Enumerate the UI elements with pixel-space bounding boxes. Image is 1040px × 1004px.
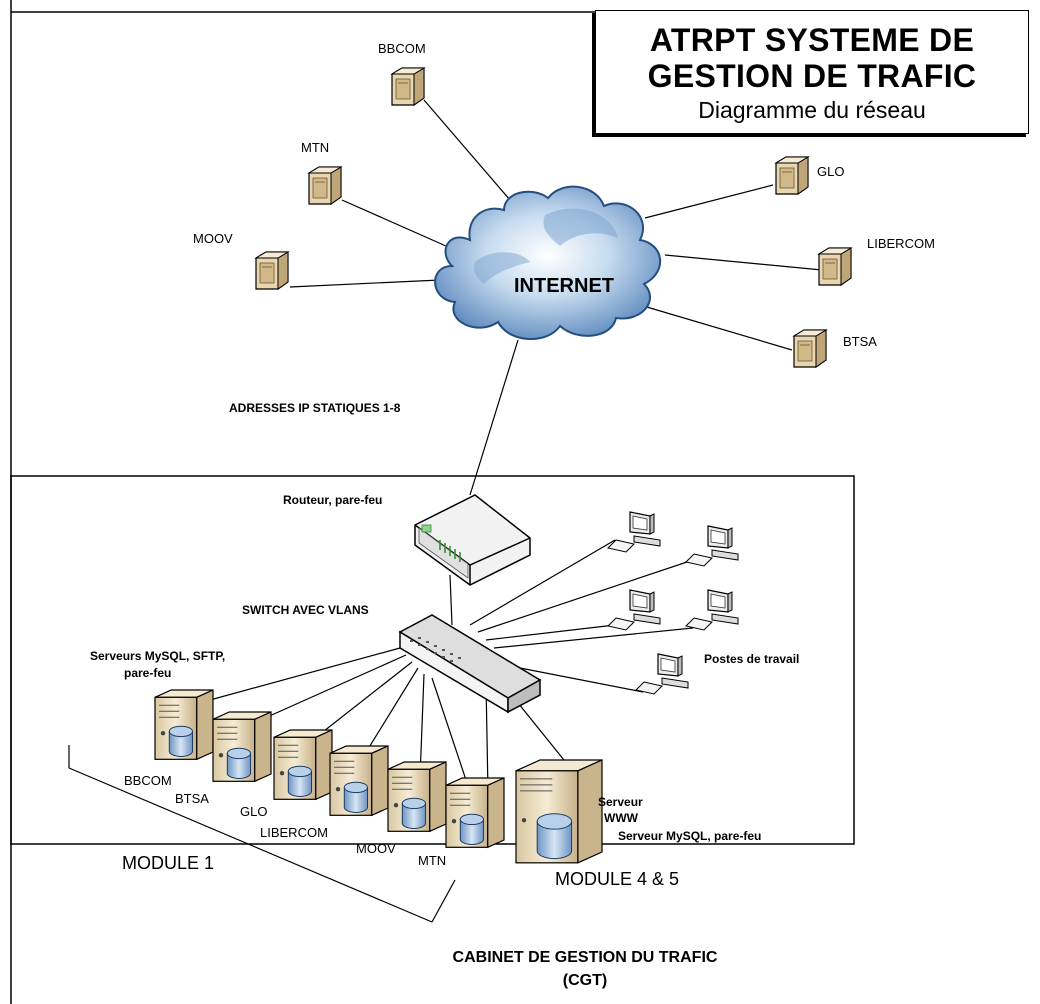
- server-icon-glo: [774, 156, 810, 195]
- www-label-line3: Serveur MySQL, pare-feu: [618, 829, 761, 843]
- internet-label: INTERNET: [514, 275, 614, 297]
- module45-label: MODULE 4 & 5: [555, 869, 679, 889]
- servers-label-line2: pare-feu: [124, 666, 171, 680]
- server-icon-www: [515, 759, 603, 864]
- operator-label-libercom: LIBERCOM: [867, 236, 935, 251]
- cabinet-boundary: [10, 475, 855, 845]
- server-icon-module1-libercom: [329, 745, 389, 817]
- workstation-icon-1: [607, 511, 661, 553]
- router-icon: [414, 494, 531, 586]
- server-label-btsa: BTSA: [175, 791, 209, 806]
- database-icon: [459, 813, 484, 845]
- cabinet-name-line1: CABINET DE GESTION DU TRAFIC: [453, 949, 718, 966]
- router-label: Routeur, pare-feu: [283, 493, 382, 507]
- title-box: ATRPT SYSTEME DE GESTION DE TRAFIC Diagr…: [595, 10, 1029, 134]
- title-line1: ATRPT SYSTEME DE: [649, 22, 975, 58]
- operator-label-moov: MOOV: [193, 231, 233, 246]
- link-label: ADRESSES IP STATIQUES 1-8: [229, 401, 401, 415]
- operator-label-glo: GLO: [817, 164, 844, 179]
- operator-label-mtn: MTN: [301, 140, 329, 155]
- server-label-glo: GLO: [240, 804, 267, 819]
- server-label-bbcom: BBCOM: [124, 773, 172, 788]
- www-label-line2: WWW: [604, 811, 639, 825]
- database-icon: [168, 725, 193, 757]
- workstation-icon-2: [685, 525, 739, 567]
- server-icon-btsa: [792, 329, 828, 368]
- operator-label-btsa: BTSA: [843, 334, 877, 349]
- workstations-label: Postes de travail: [704, 652, 799, 666]
- database-icon: [401, 797, 426, 829]
- workstation-icon-3: [607, 589, 661, 631]
- server-icon-module1-btsa: [212, 711, 272, 783]
- workstation-icon-5: [635, 653, 689, 695]
- server-icon-bbcom: [390, 67, 426, 106]
- server-label-mtn: MTN: [418, 853, 446, 868]
- server-icon-moov: [254, 251, 290, 290]
- server-label-moov: MOOV: [356, 841, 396, 856]
- server-label-libercom: LIBERCOM: [260, 825, 328, 840]
- title-subtitle: Diagramme du réseau: [698, 97, 926, 123]
- workstation-icon-4: [685, 589, 739, 631]
- title-line2: GESTION DE TRAFIC: [647, 58, 977, 94]
- cloud-icon: [434, 185, 662, 340]
- database-icon: [226, 747, 251, 779]
- server-icon-module1-bbcom: [154, 689, 214, 761]
- servers-label-line1: Serveurs MySQL, SFTP,: [90, 649, 225, 663]
- server-icon-module1-glo: [273, 729, 333, 801]
- operator-label-bbcom: BBCOM: [378, 41, 426, 56]
- server-icon-module1-mtn: [445, 777, 505, 849]
- server-icon-mtn: [307, 166, 343, 205]
- database-icon: [343, 781, 368, 813]
- server-icon-libercom: [817, 247, 853, 286]
- external-links: [289, 99, 823, 496]
- switch-label: SWITCH AVEC VLANS: [242, 603, 369, 617]
- module1-bracket: [68, 745, 456, 923]
- database-icon: [536, 813, 573, 860]
- database-icon: [287, 765, 312, 797]
- www-label-line1: Serveur: [598, 795, 643, 809]
- cabinet-links: [209, 539, 694, 793]
- switch-icon: [398, 614, 542, 714]
- server-icon-module1-moov: [387, 761, 447, 833]
- module1-label: MODULE 1: [122, 853, 214, 873]
- cabinet-name-line2: (CGT): [563, 972, 607, 989]
